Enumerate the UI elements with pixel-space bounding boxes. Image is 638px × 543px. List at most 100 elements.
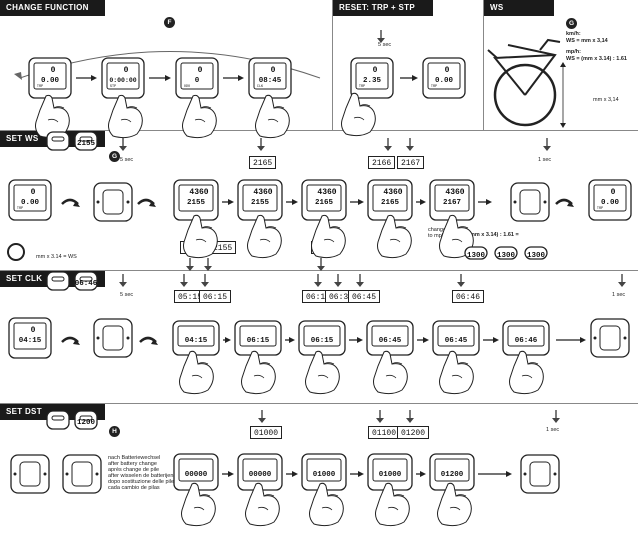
rotate-head: [567, 201, 574, 207]
arrow-right-icon: [223, 75, 244, 81]
lcd-screen: [593, 184, 627, 212]
hand-detail: [257, 494, 275, 511]
lcd-unit: 06:45: [366, 320, 414, 356]
contact-icon: [553, 472, 557, 476]
lcd-screen: [79, 276, 93, 282]
lcd-main-value: 00000: [185, 471, 208, 479]
ws-value-box: 2167: [397, 156, 425, 169]
hand-icon: [241, 350, 276, 395]
lcd-body: [494, 246, 518, 260]
rotate-arrow-icon: [61, 198, 80, 207]
down-head: [180, 282, 188, 287]
down-arrow-icon: [406, 138, 414, 151]
arrow-right-icon: [223, 337, 231, 343]
hand-detail: [385, 362, 403, 379]
rotate-arrow-icon: [555, 198, 574, 207]
lcd-top-value: 0: [31, 188, 36, 197]
lcd-top-value: 4360: [445, 188, 464, 197]
lcd-screen: [178, 184, 214, 212]
lcd-main-value: 0: [195, 77, 200, 85]
lcd-mode-label: TRP: [37, 85, 43, 89]
hand-detail: [193, 494, 211, 511]
hand-detail: [451, 362, 469, 379]
hand-detail: [253, 362, 271, 379]
hand-detail: [259, 226, 277, 243]
down-head: [618, 282, 626, 287]
down-arrow-icon: [119, 274, 127, 287]
lcd-main-value: 2165: [315, 199, 334, 207]
lcd-screen: [242, 458, 278, 482]
contact-icon: [543, 200, 547, 204]
lcd-main-value: 08:45: [259, 77, 282, 85]
ws-kmh-label: km/h:: [566, 31, 581, 37]
hand-outline: [183, 214, 218, 259]
battery-note-line: after wisselen de batterijen: [108, 473, 174, 479]
lcd-main-value: 04:15: [19, 337, 42, 345]
arrow-head: [292, 199, 298, 205]
contact-icon: [96, 200, 100, 204]
hand-outline: [437, 482, 472, 527]
down-arrow-icon: [119, 138, 127, 151]
arrow-head: [412, 75, 418, 81]
contact-icon: [623, 336, 627, 340]
lcd-screen: [239, 325, 277, 347]
set-dst-end-hold-label: 1 sec: [546, 427, 560, 433]
dst-value-box: 01000: [250, 426, 283, 439]
arrow-head: [358, 471, 364, 477]
wheel-icon: [493, 63, 557, 127]
lcd-main-value: 1300: [467, 252, 486, 260]
ws-mph-label: mp/h:: [566, 49, 581, 55]
set-dst-icon-unit: 1200: [74, 410, 98, 430]
hand-detail: [120, 106, 138, 123]
lcd-unit: 06:15: [298, 320, 346, 356]
lcd-unit: 1300: [494, 246, 518, 260]
down-head: [334, 282, 342, 287]
battery-note-line: nach Batteriewechsel: [108, 455, 161, 461]
down-arrow-icon: [406, 410, 414, 423]
lcd-top-value: 0: [31, 326, 36, 335]
unit-back: [93, 318, 133, 358]
hand-outline: [439, 350, 474, 395]
lcd-screen: [180, 62, 214, 90]
down-head: [317, 266, 325, 271]
arrow-right-icon: [222, 199, 234, 205]
arrow-right-icon: [483, 337, 499, 343]
down-head: [356, 282, 364, 287]
lcd-top-value: 4360: [253, 188, 272, 197]
down-head: [258, 418, 266, 423]
hand-outline: [311, 214, 346, 259]
down-arrow-icon: [257, 138, 265, 151]
down-head: [186, 266, 194, 271]
hand-detail: [191, 362, 209, 379]
hand-outline: [179, 350, 214, 395]
down-head: [201, 282, 209, 287]
down-arrow-icon: [334, 274, 342, 287]
clk-value-box: 06:46: [452, 290, 485, 303]
set-dst-icon-unit: [46, 410, 70, 430]
lcd-unit: 01000: [301, 453, 347, 491]
down-head: [119, 282, 127, 287]
clk-value-box: 06:45: [348, 290, 381, 303]
arrow-head: [91, 75, 97, 81]
arrow-head: [289, 337, 295, 343]
down-arrow-icon: [543, 138, 551, 151]
lcd-top-value: 4360: [317, 188, 336, 197]
rotate-arrow-icon: [61, 336, 80, 345]
arrow-right-icon: [350, 199, 364, 205]
unit-back: [590, 318, 630, 358]
lcd-screen: [306, 184, 342, 212]
header-reset: RESET: TRP + STP: [333, 0, 433, 16]
unit-back-plate: [19, 461, 41, 487]
hand-outline: [255, 94, 290, 139]
arrow-head: [228, 471, 234, 477]
lcd-screen: [79, 136, 93, 142]
unit-back-plate: [102, 189, 124, 215]
lcd-top-value: 0: [611, 188, 616, 197]
hand-outline: [247, 214, 282, 259]
